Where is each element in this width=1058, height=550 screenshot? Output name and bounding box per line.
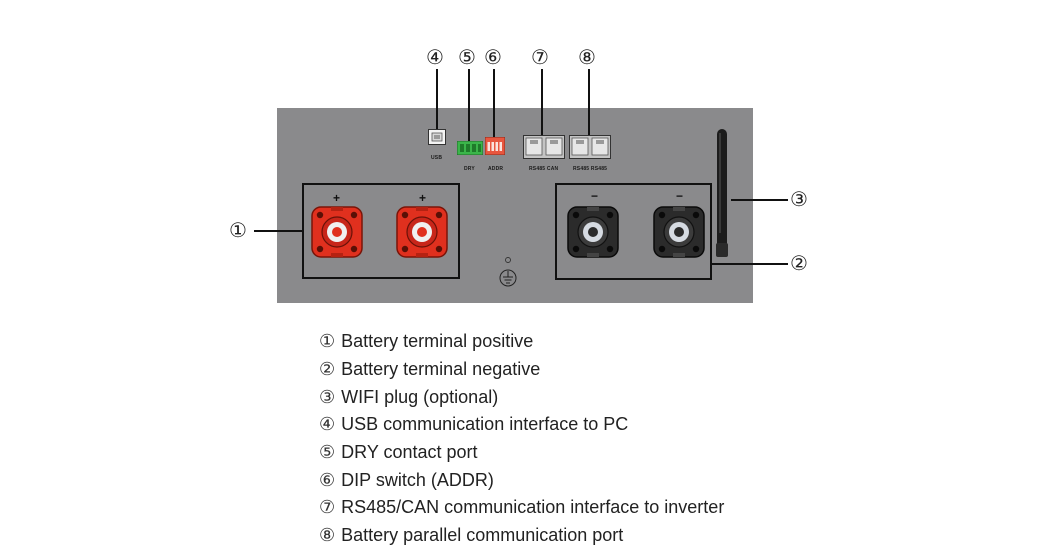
callout-8: ⑧ <box>578 45 596 69</box>
legend-text: USB communication interface to PC <box>341 414 629 435</box>
leader-line-2 <box>712 263 788 265</box>
usb-port <box>428 129 446 150</box>
parallel-port-pair <box>569 135 611 164</box>
rs485-can-port-pair <box>523 135 565 164</box>
legend-text: Battery terminal negative <box>341 359 541 380</box>
leader-line-8 <box>588 69 590 135</box>
leader-line-7 <box>541 69 543 135</box>
callout-1: ① <box>229 218 247 242</box>
legend-number: ③ <box>319 386 336 408</box>
leader-line-5 <box>468 69 470 141</box>
leader-line-3 <box>731 199 788 201</box>
callout-7: ⑦ <box>531 45 549 69</box>
negative-terminal-2 <box>652 205 706 259</box>
legend-text: RS485/CAN communication interface to inv… <box>341 497 725 518</box>
negative-sign-2: − <box>676 189 684 203</box>
legend-number: ⑦ <box>319 497 336 519</box>
dry-contact-port <box>456 140 484 160</box>
addr-switch-label: ADDR <box>488 166 504 172</box>
positive-sign-1: + <box>333 191 341 205</box>
dry-port-label: DRY <box>464 166 475 172</box>
positive-terminal-2 <box>395 205 449 259</box>
callout-2: ② <box>790 251 808 275</box>
callout-6: ⑥ <box>484 45 502 69</box>
positive-terminals-frame <box>302 183 460 279</box>
positive-sign-2: + <box>419 191 427 205</box>
rs485-parallel-label: RS485 RS485 <box>573 166 608 172</box>
positive-terminal-1 <box>310 205 364 259</box>
ground-symbol-icon <box>498 256 518 295</box>
legend-number: ④ <box>319 414 336 436</box>
addr-dip-switch <box>484 136 506 160</box>
legend-number: ⑧ <box>319 525 336 547</box>
legend-text: DIP switch (ADDR) <box>341 469 494 490</box>
legend-number: ② <box>319 359 336 381</box>
callout-3: ③ <box>790 187 808 211</box>
legend-number: ⑤ <box>319 442 336 464</box>
negative-terminals-frame <box>555 183 712 280</box>
legend-text: DRY contact port <box>341 442 478 463</box>
negative-terminal-1 <box>566 205 620 259</box>
rs485-can-label: RS485 CAN <box>529 166 559 172</box>
leader-line-6 <box>493 69 495 137</box>
legend-text: Battery parallel communication port <box>341 525 624 546</box>
usb-port-label: USB <box>431 155 443 161</box>
battery-front-panel <box>277 108 753 303</box>
leader-line-1 <box>254 230 302 232</box>
callout-5: ⑤ <box>458 45 476 69</box>
leader-line-4 <box>436 69 438 129</box>
legend-number: ⑥ <box>319 469 336 491</box>
legend-text: WIFI plug (optional) <box>341 386 499 407</box>
legend-text: Battery terminal positive <box>341 331 534 352</box>
legend-number: ① <box>319 331 336 353</box>
wifi-antenna-icon <box>713 127 731 264</box>
callout-4: ④ <box>426 45 444 69</box>
negative-sign-1: − <box>591 189 599 203</box>
